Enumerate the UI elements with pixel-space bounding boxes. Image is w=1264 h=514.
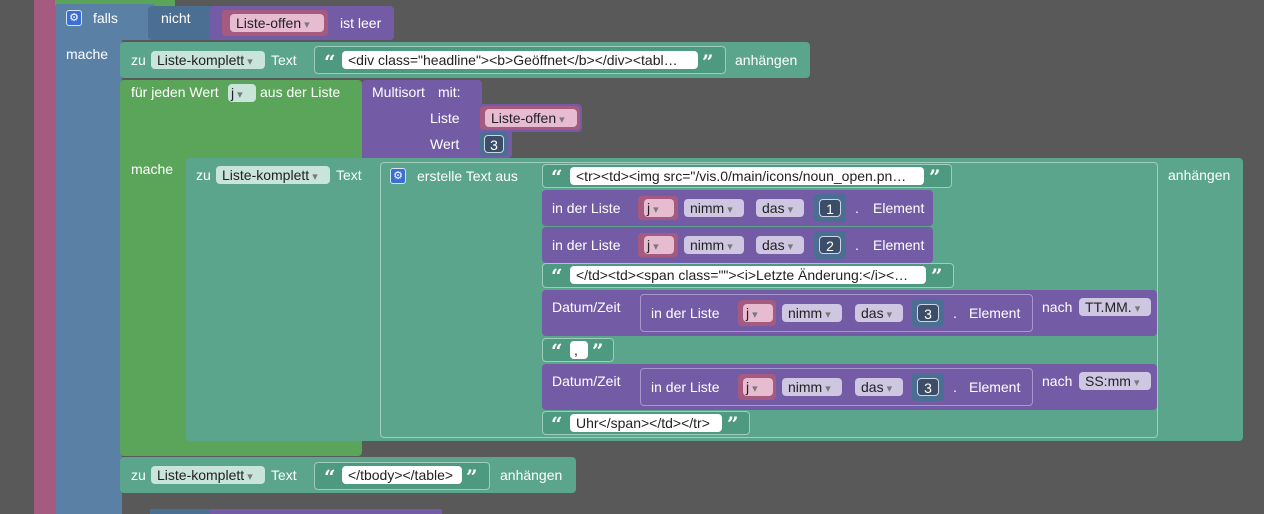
text-input[interactable]: <div class="headline"><b>Geöffnet</b></d… bbox=[342, 51, 698, 69]
where-dropdown-2[interactable]: das bbox=[756, 236, 804, 254]
create-text-label: erstelle Text aus bbox=[417, 168, 518, 184]
dot-label-3: . bbox=[953, 305, 957, 321]
to-label-3: zu bbox=[131, 467, 146, 483]
variable-dropdown-3[interactable]: Liste-komplett bbox=[151, 466, 265, 484]
open-quote-icon: “ bbox=[324, 50, 336, 74]
close-quote-icon-6: ” bbox=[466, 465, 478, 489]
close-quote-icon-5: ” bbox=[727, 412, 739, 436]
multisort-label: Multisort bbox=[372, 84, 425, 100]
close-quote-icon: ” bbox=[702, 50, 714, 74]
not-block[interactable] bbox=[148, 6, 218, 40]
not-label: nicht bbox=[161, 10, 191, 26]
in-list-label-4: in der Liste bbox=[651, 379, 720, 395]
text-label-3: Text bbox=[271, 467, 297, 483]
dot-label-1: . bbox=[855, 200, 859, 216]
if-block[interactable] bbox=[56, 4, 122, 514]
multisort-with-label: mit: bbox=[438, 84, 461, 100]
mode-dropdown-2[interactable]: nimm bbox=[684, 236, 744, 254]
number-input[interactable]: 3 bbox=[484, 135, 504, 153]
variable-dropdown-liste-offen[interactable]: Liste-offen bbox=[230, 14, 324, 32]
outer-variable-block[interactable] bbox=[34, 0, 58, 514]
previous-block-edge bbox=[55, 0, 175, 6]
variable-dropdown-2[interactable]: Liste-komplett bbox=[216, 166, 330, 184]
index-input-4[interactable]: 3 bbox=[917, 378, 939, 396]
mode-dropdown-1[interactable]: nimm bbox=[684, 199, 744, 217]
next-block-edge-blue bbox=[150, 509, 210, 514]
append-label-3: anhängen bbox=[500, 467, 563, 483]
mode-dropdown-4[interactable]: nimm bbox=[782, 378, 842, 396]
dot-label-4: . bbox=[953, 379, 957, 395]
element-label-1: Element bbox=[873, 200, 925, 216]
foreach-do-label: mache bbox=[131, 161, 174, 177]
after-label-2: nach bbox=[1042, 373, 1073, 389]
append-label: anhängen bbox=[735, 52, 798, 68]
is-empty-label: ist leer bbox=[340, 15, 382, 31]
variable-dropdown-liste-offen-2[interactable]: Liste-offen bbox=[485, 109, 577, 127]
list-get-block-4[interactable] bbox=[640, 368, 1033, 406]
format-dropdown-2[interactable]: SS:mm bbox=[1079, 372, 1151, 390]
format-dropdown-1[interactable]: TT.MM. bbox=[1079, 298, 1151, 316]
loop-variable-dropdown[interactable]: j bbox=[228, 84, 256, 102]
foreach-label: für jeden Wert bbox=[131, 84, 219, 100]
to-label-2: zu bbox=[196, 167, 211, 183]
close-quote-icon-3: ” bbox=[931, 264, 943, 288]
index-input-3[interactable]: 3 bbox=[917, 304, 939, 322]
variable-dropdown-j-4[interactable]: j bbox=[743, 378, 773, 396]
text-label: Text bbox=[271, 52, 297, 68]
where-dropdown-4[interactable]: das bbox=[855, 378, 903, 396]
element-label-2: Element bbox=[873, 237, 925, 253]
open-quote-icon-5: “ bbox=[551, 412, 563, 436]
in-list-label-1: in der Liste bbox=[552, 200, 621, 216]
variable-dropdown[interactable]: Liste-komplett bbox=[151, 51, 265, 69]
from-list-label: aus der Liste bbox=[260, 84, 341, 100]
multisort-value-label: Wert bbox=[430, 136, 460, 152]
datetime-label-1: Datum/Zeit bbox=[552, 299, 621, 315]
datetime-label-2: Datum/Zeit bbox=[552, 373, 621, 389]
text-input-3[interactable]: </td><td><span class=""><i>Letzte Änderu… bbox=[570, 266, 926, 284]
text-input-5[interactable]: Uhr</span></td></tr> bbox=[570, 414, 722, 432]
where-dropdown-1[interactable]: das bbox=[756, 199, 804, 217]
multisort-list-label: Liste bbox=[430, 110, 460, 126]
gear-icon-2[interactable]: ⚙ bbox=[390, 168, 406, 184]
open-quote-icon-2: “ bbox=[551, 165, 563, 189]
element-label-3: Element bbox=[969, 305, 1021, 321]
dot-label-2: . bbox=[855, 237, 859, 253]
index-input-1[interactable]: 1 bbox=[819, 199, 841, 217]
multisort-block[interactable] bbox=[362, 80, 482, 160]
text-input-6[interactable]: </tbody></table> bbox=[342, 466, 462, 484]
if-label: falls bbox=[93, 10, 118, 26]
close-quote-icon-4: ” bbox=[592, 339, 604, 363]
open-quote-icon-6: “ bbox=[324, 465, 336, 489]
where-dropdown-3[interactable]: das bbox=[855, 304, 903, 322]
index-input-2[interactable]: 2 bbox=[819, 236, 841, 254]
gear-icon[interactable]: ⚙ bbox=[66, 10, 82, 26]
text-input-4[interactable]: , bbox=[570, 341, 588, 359]
next-block-edge bbox=[210, 509, 442, 514]
variable-dropdown-j-3[interactable]: j bbox=[743, 304, 773, 322]
variable-dropdown-j-1[interactable]: j bbox=[644, 199, 674, 217]
mode-dropdown-3[interactable]: nimm bbox=[782, 304, 842, 322]
append-label-2: anhängen bbox=[1168, 167, 1231, 183]
after-label-1: nach bbox=[1042, 299, 1073, 315]
element-label-4: Element bbox=[969, 379, 1021, 395]
in-list-label-2: in der Liste bbox=[552, 237, 621, 253]
open-quote-icon-4: “ bbox=[551, 339, 563, 363]
in-list-label-3: in der Liste bbox=[651, 305, 720, 321]
text-input-2[interactable]: <tr><td><img src="/vis.0/main/icons/noun… bbox=[570, 167, 924, 185]
text-label-2: Text bbox=[336, 167, 362, 183]
open-quote-icon-3: “ bbox=[551, 264, 563, 288]
do-label: mache bbox=[66, 46, 109, 62]
to-label: zu bbox=[131, 52, 146, 68]
variable-dropdown-j-2[interactable]: j bbox=[644, 236, 674, 254]
close-quote-icon-2: ” bbox=[929, 165, 941, 189]
